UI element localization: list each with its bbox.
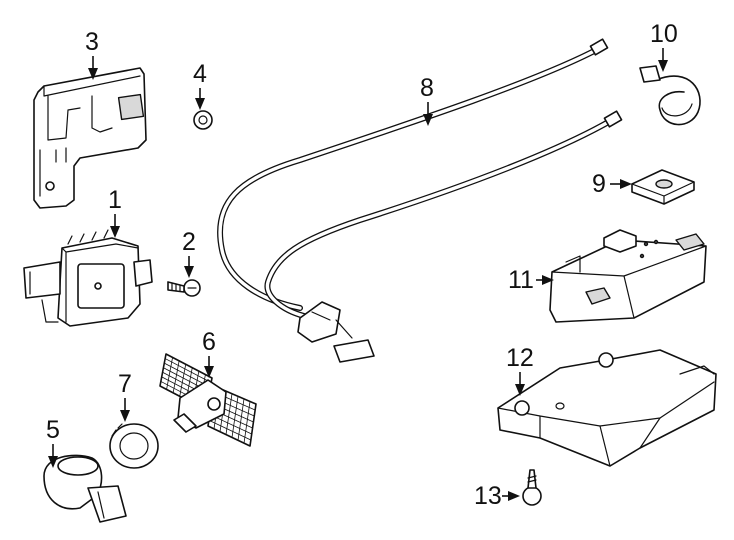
callout-12: 12 (506, 344, 534, 372)
callout-6: 6 (202, 328, 216, 356)
callout-11: 11 (508, 266, 534, 294)
callout-8: 8 (420, 74, 434, 102)
part-3-bracket (33, 67, 147, 209)
part-13-screw (522, 469, 542, 506)
callout-7: 7 (118, 370, 132, 398)
part-5-sensor (43, 454, 127, 523)
callout-9: 9 (592, 170, 606, 198)
part-1-module (23, 229, 153, 327)
callout-1: 1 (108, 186, 122, 214)
callout-10: 10 (650, 20, 678, 48)
part-11-housing (549, 229, 707, 323)
part-8-cable (217, 38, 623, 363)
part-6-sensor (159, 353, 257, 447)
callout-13: 13 (474, 482, 502, 510)
callout-3: 3 (85, 28, 99, 56)
callout-5: 5 (46, 416, 60, 444)
part-12-bracket (497, 349, 717, 467)
part-2-screw (167, 279, 201, 297)
callouts: 3 4 1 2 8 10 9 11 12 13 6 7 (46, 20, 678, 510)
part-4-grommet (193, 110, 213, 130)
part-10-tie (639, 65, 701, 126)
part-9-clip (631, 169, 695, 205)
part-7-ring (109, 423, 159, 469)
callout-2: 2 (182, 228, 196, 256)
callout-4: 4 (193, 60, 207, 88)
